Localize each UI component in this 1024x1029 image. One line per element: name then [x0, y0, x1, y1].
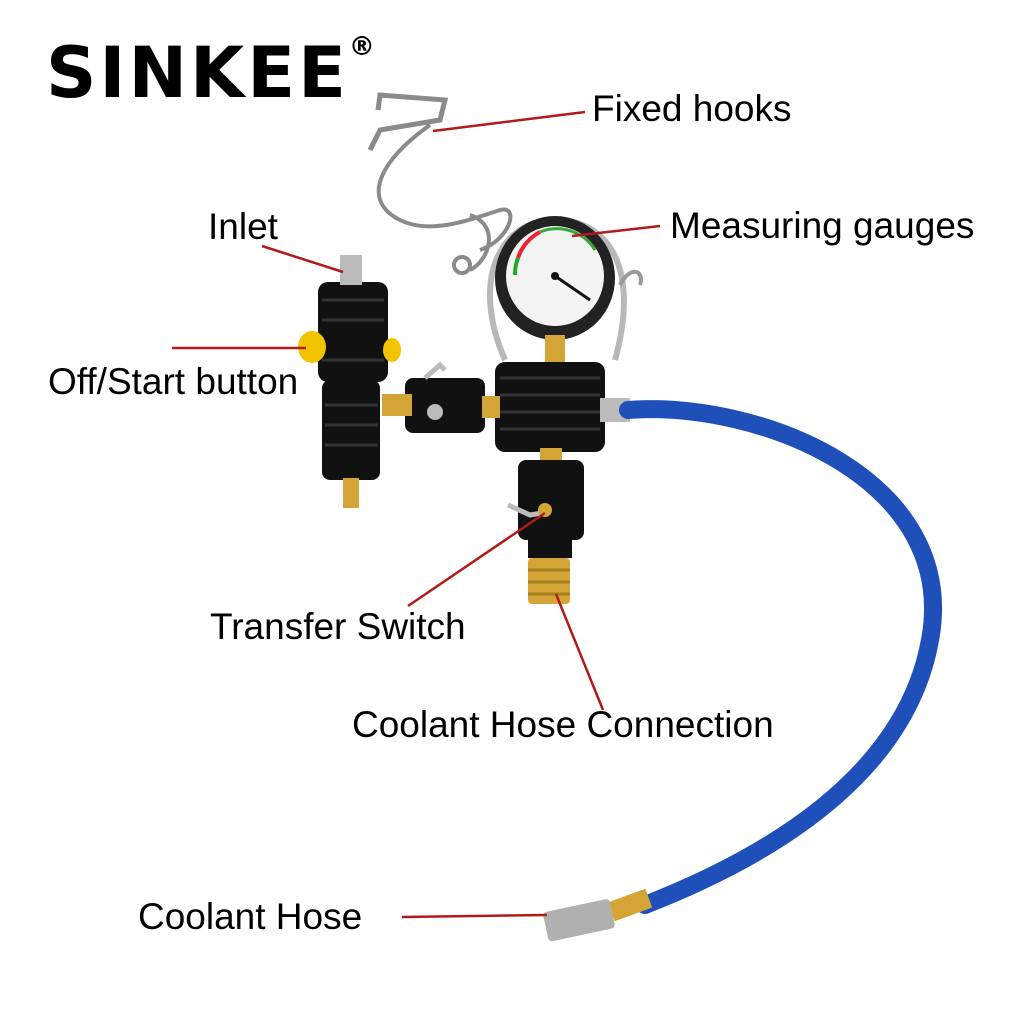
label-coolant-hose: Coolant Hose: [138, 896, 363, 937]
measuring-gauge: [495, 216, 615, 340]
left-arm: [382, 361, 500, 433]
coolant-hose-tube: [619, 400, 942, 914]
central-body: [495, 362, 605, 452]
venturi-body: [318, 255, 388, 508]
leader-lines: [172, 110, 661, 919]
coolant-hose-connector: [528, 558, 570, 604]
brand-logo: SINKEE®: [46, 34, 375, 108]
label-inlet: Inlet: [208, 206, 278, 247]
label-measuring-gauges: Measuring gauges: [670, 205, 975, 246]
chain: [367, 92, 513, 275]
label-coolant-hose-connection: Coolant Hose Connection: [352, 704, 774, 745]
hose-end-connector: [543, 888, 653, 942]
off-start-button: [298, 331, 401, 363]
label-off-start-button: Off/Start button: [48, 361, 299, 402]
registered-mark: ®: [348, 32, 375, 62]
transfer-valve: [506, 448, 584, 558]
gauge-stem: [545, 335, 565, 367]
label-fixed-hooks: Fixed hooks: [592, 88, 792, 129]
brand-name: SINKEE: [46, 32, 349, 114]
label-transfer-switch: Transfer Switch: [210, 606, 466, 647]
